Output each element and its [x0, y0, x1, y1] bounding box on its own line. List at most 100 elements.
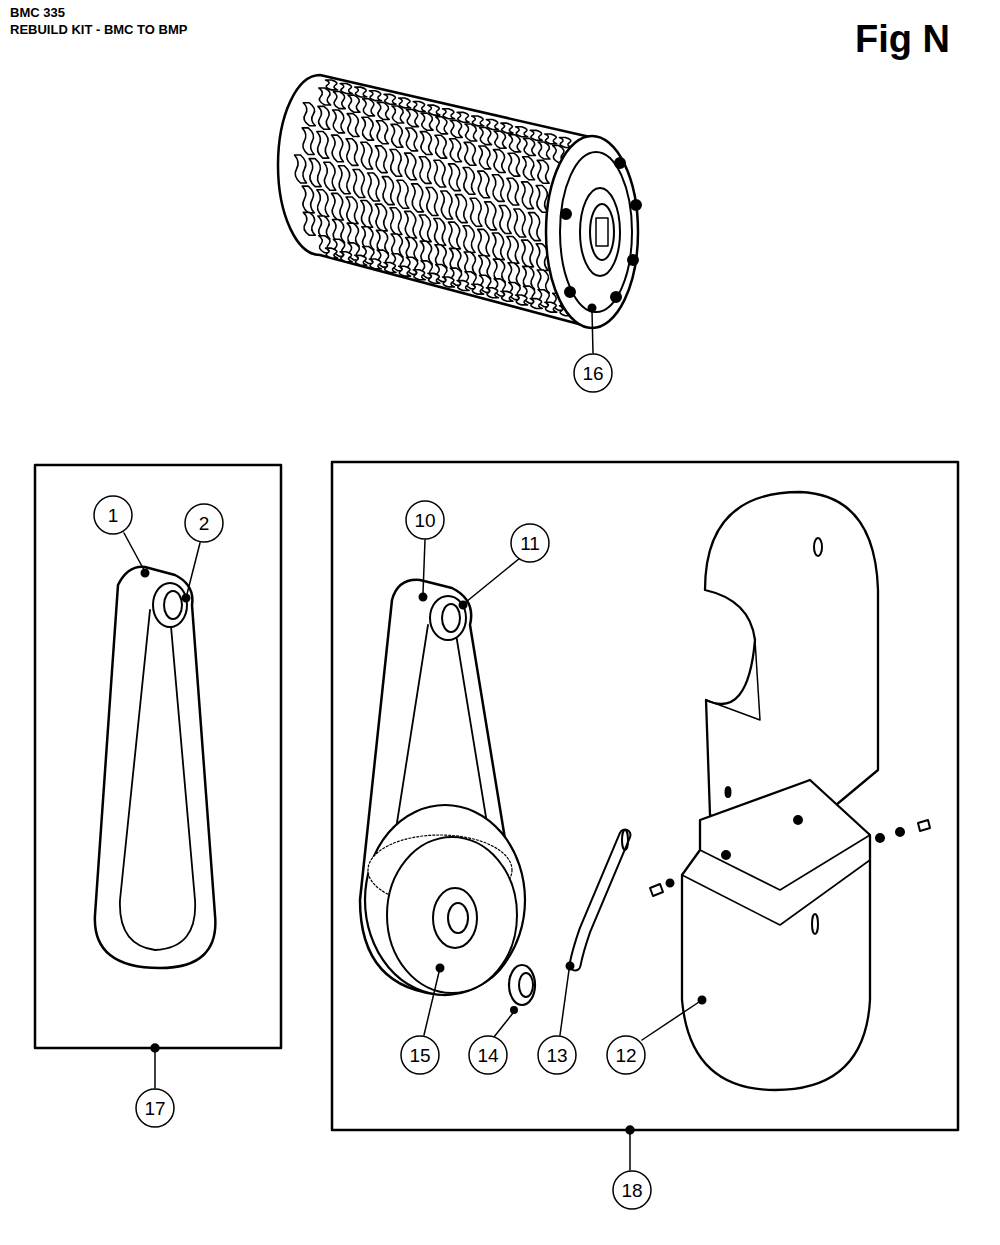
- callout-circle: [406, 501, 444, 539]
- drum-tooth: [435, 135, 447, 158]
- drum-tooth: [537, 160, 549, 183]
- drum-tooth: [443, 109, 455, 119]
- drum-tooth: [376, 121, 388, 144]
- callout-number: 18: [612, 1170, 652, 1210]
- callout-circle: [613, 1171, 651, 1209]
- drum-tooth: [530, 299, 542, 309]
- drum-tooth: [492, 233, 504, 260]
- model-label: BMC 335: [10, 5, 65, 21]
- drum-tooth: [428, 105, 440, 115]
- belt-pulley: [360, 580, 525, 995]
- drum-tooth: [302, 186, 314, 213]
- callout-circle: [94, 496, 132, 534]
- drum-tooth: [485, 202, 497, 230]
- drum-tooth: [346, 139, 358, 166]
- drum-tooth: [331, 193, 343, 220]
- callout-number: 17: [135, 1088, 175, 1128]
- callout-number: 2: [184, 503, 224, 543]
- drum-tooth: [472, 284, 484, 294]
- drum-tooth: [326, 248, 338, 258]
- kit-frame: [332, 462, 958, 1130]
- drum-tooth: [465, 124, 477, 141]
- drum-tooth: [355, 255, 367, 265]
- drum-tooth: [346, 197, 358, 224]
- drum-tooth: [303, 212, 315, 235]
- drum-tooth: [406, 110, 418, 127]
- drum-tooth: [295, 155, 307, 183]
- drum-tooth: [426, 187, 438, 215]
- drum-tooth: [397, 180, 409, 208]
- drum-tooth: [324, 162, 336, 190]
- drum-tooth: [390, 149, 402, 176]
- drum-tooth: [309, 159, 321, 187]
- kit-title: REBUILD KIT - BMC TO BMP: [10, 22, 187, 38]
- drum-tooth: [528, 213, 540, 241]
- drum-tooth: [377, 102, 389, 119]
- drum-tooth: [333, 92, 345, 109]
- drum-tooth: [390, 208, 402, 235]
- drum-tooth: [457, 112, 469, 122]
- drum-tooth: [448, 164, 460, 191]
- drum-tooth: [523, 157, 535, 180]
- callout-circle: [538, 1036, 576, 1074]
- drum-tooth: [384, 94, 396, 104]
- drum-tooth: [507, 178, 519, 205]
- callout-number: 1: [93, 495, 133, 535]
- callout-number: 10: [405, 500, 445, 540]
- drum-tooth: [434, 219, 446, 246]
- drum-tooth: [362, 117, 374, 140]
- callout-circles: [94, 354, 651, 1209]
- drum-tooth: [411, 184, 423, 212]
- drum-tooth: [501, 291, 513, 301]
- drum-tooth: [347, 114, 359, 137]
- drum-tooth: [363, 99, 375, 116]
- drum-tooth: [523, 138, 535, 155]
- drum-tooth: [530, 130, 542, 140]
- callout-circle: [511, 524, 549, 562]
- drum-tooth: [428, 273, 440, 283]
- drum-tooth: [434, 160, 446, 187]
- drum-tooth: [499, 205, 511, 233]
- drum-tooth: [493, 150, 505, 173]
- drum-tooth: [463, 167, 475, 194]
- drum-tooth: [340, 84, 352, 94]
- drum-tooth: [559, 138, 571, 148]
- spacer-ring: [509, 965, 535, 1013]
- drum-tooth: [399, 266, 411, 276]
- callout-circle: [185, 504, 223, 542]
- drum-tooth: [436, 117, 448, 134]
- drum-tooth: [486, 288, 498, 298]
- belt-guard: [650, 492, 930, 1090]
- drum-tooth: [317, 131, 329, 158]
- drum-tooth: [463, 226, 475, 253]
- kit-frame: [35, 465, 281, 1048]
- drum-tooth: [413, 102, 425, 112]
- callout-circle: [401, 1036, 439, 1074]
- drum-tooth: [384, 263, 396, 273]
- drum-tooth: [494, 131, 506, 148]
- drum-tooth: [479, 146, 491, 169]
- drum-tooth: [392, 106, 404, 123]
- drum-tooth: [368, 173, 380, 201]
- drum-tooth: [478, 171, 490, 198]
- drum-tooth: [457, 281, 469, 291]
- drum-tooth: [303, 103, 315, 126]
- callout-number: 13: [537, 1035, 577, 1075]
- drum-tooth: [399, 98, 411, 108]
- drum-tooth: [472, 116, 484, 126]
- drum-tooth: [443, 277, 455, 287]
- drum-tooth: [478, 229, 490, 256]
- roller-drum: [278, 75, 641, 328]
- drum-tooth: [486, 120, 498, 130]
- drum-tooth: [421, 113, 433, 130]
- drum-tooth: [522, 240, 534, 267]
- drum-tooth: [448, 222, 460, 249]
- drum-tooth: [507, 237, 519, 264]
- drum-tooth: [545, 134, 557, 144]
- drum-tooth: [391, 124, 403, 147]
- drum-tooth: [333, 110, 345, 133]
- drum-tooth: [338, 166, 350, 194]
- drum-tooth: [516, 127, 528, 137]
- drum-tooth: [406, 128, 418, 151]
